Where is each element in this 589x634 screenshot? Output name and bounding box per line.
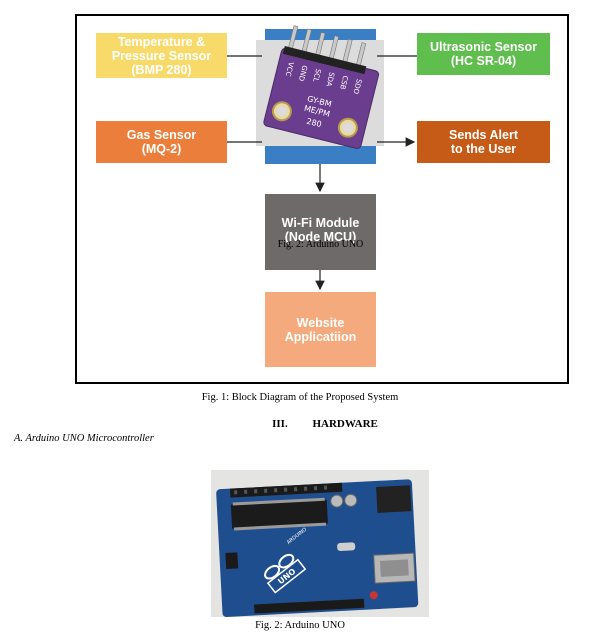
blue-plate-bottom xyxy=(265,146,376,164)
figure-1-frame xyxy=(75,14,569,384)
pin-label-csb: CSB xyxy=(338,75,349,91)
sensor-label-line3: 280 xyxy=(306,117,323,129)
box-sends-alert: Sends Alert to the User xyxy=(417,121,550,163)
subsection-heading: A. Arduino UNO Microcontroller xyxy=(14,433,154,444)
block-diagram-connectors: VCC GND SCL SDA CSB SDO GY-BM ME/PM 280 xyxy=(227,25,417,291)
arduino-uno-photo: UNO ARDUINO xyxy=(211,470,429,617)
box-gas-sensor: Gas Sensor (MQ-2) xyxy=(96,121,227,163)
box-bmp280-sensor: Temperature & Pressure Sensor (BMP 280) xyxy=(96,33,227,78)
figure-2-caption: Fig. 2: Arduino UNO xyxy=(255,620,345,631)
pin-label-sdo: SDO xyxy=(351,78,363,95)
pin-label-scl: SCL xyxy=(311,68,322,83)
box-wifi-module: Wi-Fi Module (Node MCU) xyxy=(265,194,376,270)
pin-label-gnd: GND xyxy=(297,64,309,82)
pin-label-vcc: VCC xyxy=(284,61,295,77)
figure-1-caption: Fig. 1: Block Diagram of the Proposed Sy… xyxy=(201,392,399,403)
pin-label-sda: SDA xyxy=(324,71,335,87)
section-heading: III. HARDWARE xyxy=(272,418,378,430)
box-ultrasonic-sensor: Ultrasonic Sensor (HC SR-04) xyxy=(417,33,550,75)
bmp280-sensor-board: VCC GND SCL SDA CSB SDO GY-BM ME/PM 280 xyxy=(263,25,380,149)
box-website-application: Website Applicatiion xyxy=(265,292,376,367)
